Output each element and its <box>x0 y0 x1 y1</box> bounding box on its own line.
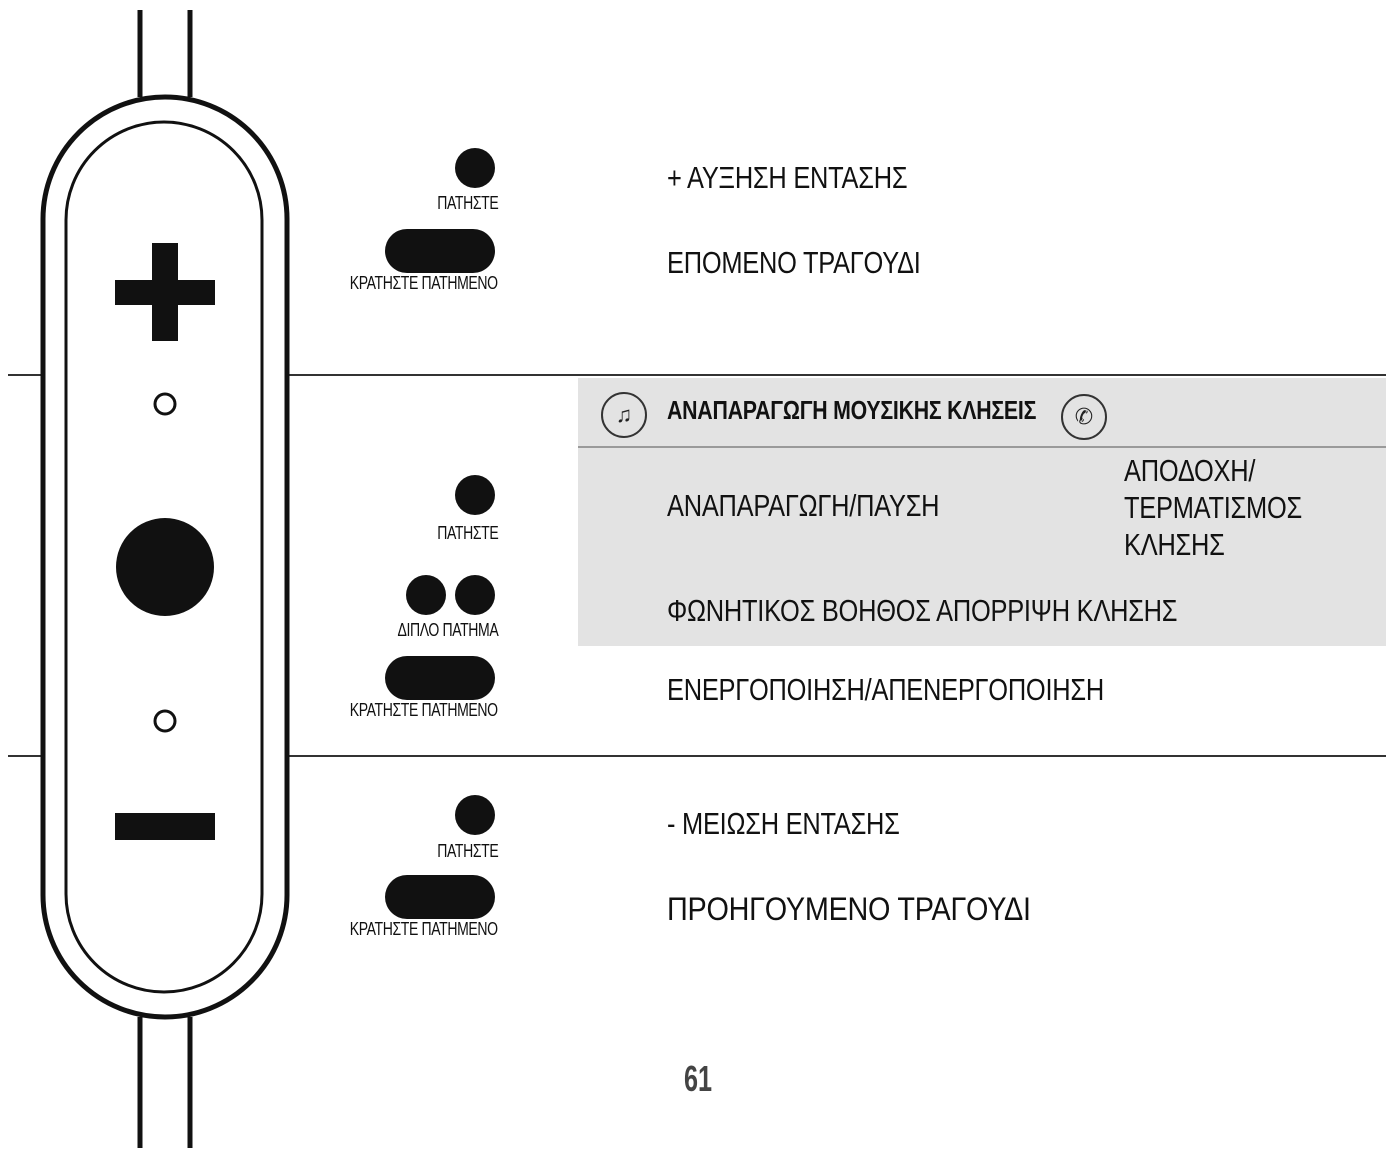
double-press-dot-icon-2 <box>455 575 495 615</box>
volume-down-action: - ΜΕΙΩΣΗ ΕΝΤΑΣΗΣ <box>667 806 900 841</box>
call-answer-action-line3: ΚΛΗΣΗΣ <box>1124 527 1225 562</box>
section-divider-top <box>8 374 1386 376</box>
press-dot-icon <box>455 148 495 188</box>
volume-up-action: + ΑΥΞΗΣΗ ΕΝΤΑΣΗΣ <box>667 160 908 195</box>
panel-header-music-calls: ΑΝΑΠΑΡΑΓΩΓΗ ΜΟΥΣΙΚΗΣ ΚΛΗΣΕΙΣ <box>667 395 1037 425</box>
hold-label: ΚΡΑΤΗΣΤΕ ΠΑΤΗΜΕΝΟ <box>350 919 498 939</box>
press-dot-icon <box>455 795 495 835</box>
indicator-circle-top <box>153 392 177 416</box>
next-track-action: ΕΠΟΜΕΝΟ ΤΡΑΓΟΥΔΙ <box>667 245 921 280</box>
hold-label: ΚΡΑΤΗΣΤΕ ΠΑΤΗΜΕΝΟ <box>350 700 498 720</box>
remote-body-inner <box>64 120 264 994</box>
call-answer-action-line2: ΤΕΡΜΑΤΙΣΜΟΣ <box>1124 490 1302 525</box>
hold-pill-icon <box>385 656 495 700</box>
press-label: ΠΑΤΗΣΤΕ <box>436 523 498 543</box>
plus-icon-vertical <box>152 243 178 341</box>
previous-track-action: ΠΡΟΗΓΟΥΜΕΝΟ ΤΡΑΓΟΥΔΙ <box>667 891 1031 927</box>
power-toggle-action: ΕΝΕΡΓΟΠΟΙΗΣΗ/ΑΠΕΝΕΡΓΟΠΟΙΗΣΗ <box>667 672 1104 707</box>
remote-control-diagram <box>40 10 290 1148</box>
hold-pill-icon <box>385 229 495 273</box>
hold-pill-icon <box>385 875 495 919</box>
double-press-dot-icon-1 <box>406 575 446 615</box>
press-label: ΠΑΤΗΣΤΕ <box>436 193 498 213</box>
press-label: ΠΑΤΗΣΤΕ <box>436 841 498 861</box>
double-press-label: ΔΙΠΛΟ ΠΑΤΗΜΑ <box>397 620 498 640</box>
hold-label: ΚΡΑΤΗΣΤΕ ΠΑΤΗΜΕΝΟ <box>350 273 498 293</box>
indicator-circle-bottom <box>153 709 177 733</box>
center-options-panel <box>578 378 1386 646</box>
minus-icon <box>115 813 215 840</box>
section-divider-bottom <box>8 755 1386 757</box>
phone-icon: ✆ <box>1061 394 1107 440</box>
panel-header-divider <box>578 446 1386 448</box>
press-dot-icon <box>455 475 495 515</box>
center-button-icon <box>116 518 214 616</box>
voice-assistant-reject-action: ΦΩΝΗΤΙΚΟΣ ΒΟΗΘΟΣ ΑΠΟΡΡΙΨΗ ΚΛΗΣΗΣ <box>667 593 1178 628</box>
call-answer-action-line1: ΑΠΟΔΟΧΗ/ <box>1124 453 1256 488</box>
play-pause-action: ΑΝΑΠΑΡΑΓΩΓΗ/ΠΑΥΣΗ <box>667 488 940 523</box>
page-number: 61 <box>684 1058 713 1099</box>
music-note-icon: ♫ <box>601 392 647 438</box>
